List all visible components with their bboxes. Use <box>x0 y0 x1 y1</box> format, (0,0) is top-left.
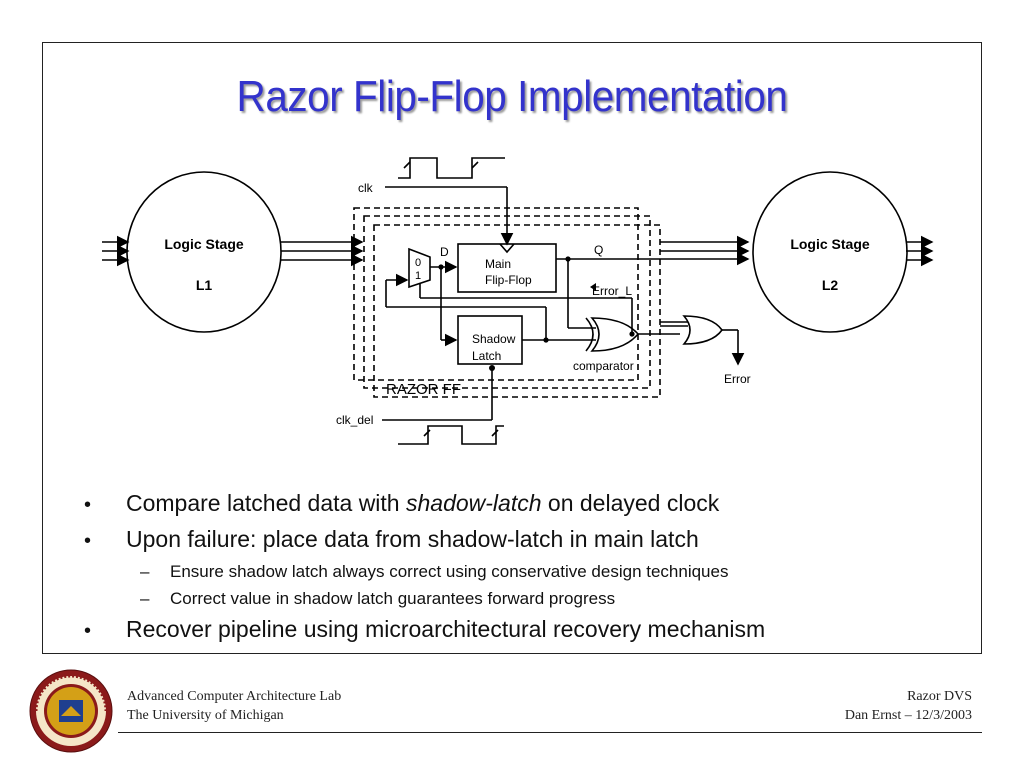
bullet-symbol: • <box>84 620 92 642</box>
razor-ff-diagram: Logic Stage L1 Logic Stage L2 clk clk_de… <box>102 157 934 445</box>
logic-stage-l1-id: L1 <box>196 277 213 293</box>
dash-symbol: – <box>140 589 150 608</box>
clk-label: clk <box>358 181 374 195</box>
bullet-symbol: • <box>84 530 92 552</box>
logic-stage-l2-name: Logic Stage <box>790 236 870 252</box>
sub-bullet-text: Ensure shadow latch always correct using… <box>170 562 729 581</box>
slide-title: Razor Flip-Flop Implementation <box>236 72 788 121</box>
logic-stage-l1-name: Logic Stage <box>164 236 244 252</box>
footer-author-date: Dan Ernst – 12/3/2003 <box>844 708 972 723</box>
comparator-xor-gate <box>590 317 640 352</box>
footer-right: Razor DVS Dan Ernst – 12/3/2003 <box>845 687 972 725</box>
bullet-list: • Compare latched data with shadow-latch… <box>84 490 964 652</box>
shadow-label-2: Latch <box>472 349 501 363</box>
logic-stage-l2-id: L2 <box>822 277 839 293</box>
bullet-symbol: • <box>84 494 92 516</box>
university-seal-icon <box>29 669 113 753</box>
q-label: Q <box>594 243 603 257</box>
shadow-label-1: Shadow <box>472 332 516 346</box>
footer-university: The University of Michigan <box>127 708 284 723</box>
footer-divider <box>118 732 982 733</box>
mux <box>408 247 431 289</box>
error-l-label: Error_L <box>592 284 632 298</box>
or-gate <box>682 315 723 345</box>
bullet-item: • Compare latched data with shadow-latch… <box>84 490 964 517</box>
razor-ff-box <box>373 224 661 398</box>
clk-del-label: clk_del <box>336 413 373 427</box>
razor-ff-label: RAZOR FF <box>386 381 461 398</box>
bullet-item: • Recover pipeline using microarchitectu… <box>84 616 964 643</box>
mux-1-label: 1 <box>415 270 421 282</box>
footer-lab: Advanced Computer Architecture Lab <box>127 689 342 704</box>
main-ff-label-2: Flip-Flop <box>485 273 532 287</box>
dash-symbol: – <box>140 562 150 581</box>
slide-frame <box>42 42 982 654</box>
comparator-label: comparator <box>573 359 634 373</box>
bullet-text: Upon failure: place data from shadow-lat… <box>126 526 699 552</box>
logic-stage-l2-circle <box>752 171 908 333</box>
error-label: Error <box>724 372 751 386</box>
mux-0-label: 0 <box>415 257 421 269</box>
bullet-item: • Upon failure: place data from shadow-l… <box>84 526 964 553</box>
footer-left: Advanced Computer Architecture Lab The U… <box>127 687 341 725</box>
sub-bullet-item: – Correct value in shadow latch guarante… <box>140 589 964 609</box>
footer-project: Razor DVS <box>907 689 972 704</box>
bullet-text: Compare latched data with shadow-latch o… <box>126 490 720 516</box>
main-ff-label-1: Main <box>485 257 511 271</box>
d-label: D <box>440 245 449 259</box>
logic-stage-l1-circle <box>126 171 282 333</box>
sub-bullet-item: – Ensure shadow latch always correct usi… <box>140 562 964 582</box>
sub-bullet-text: Correct value in shadow latch guarantees… <box>170 589 616 608</box>
bullet-text: Recover pipeline using microarchitectura… <box>126 616 766 642</box>
